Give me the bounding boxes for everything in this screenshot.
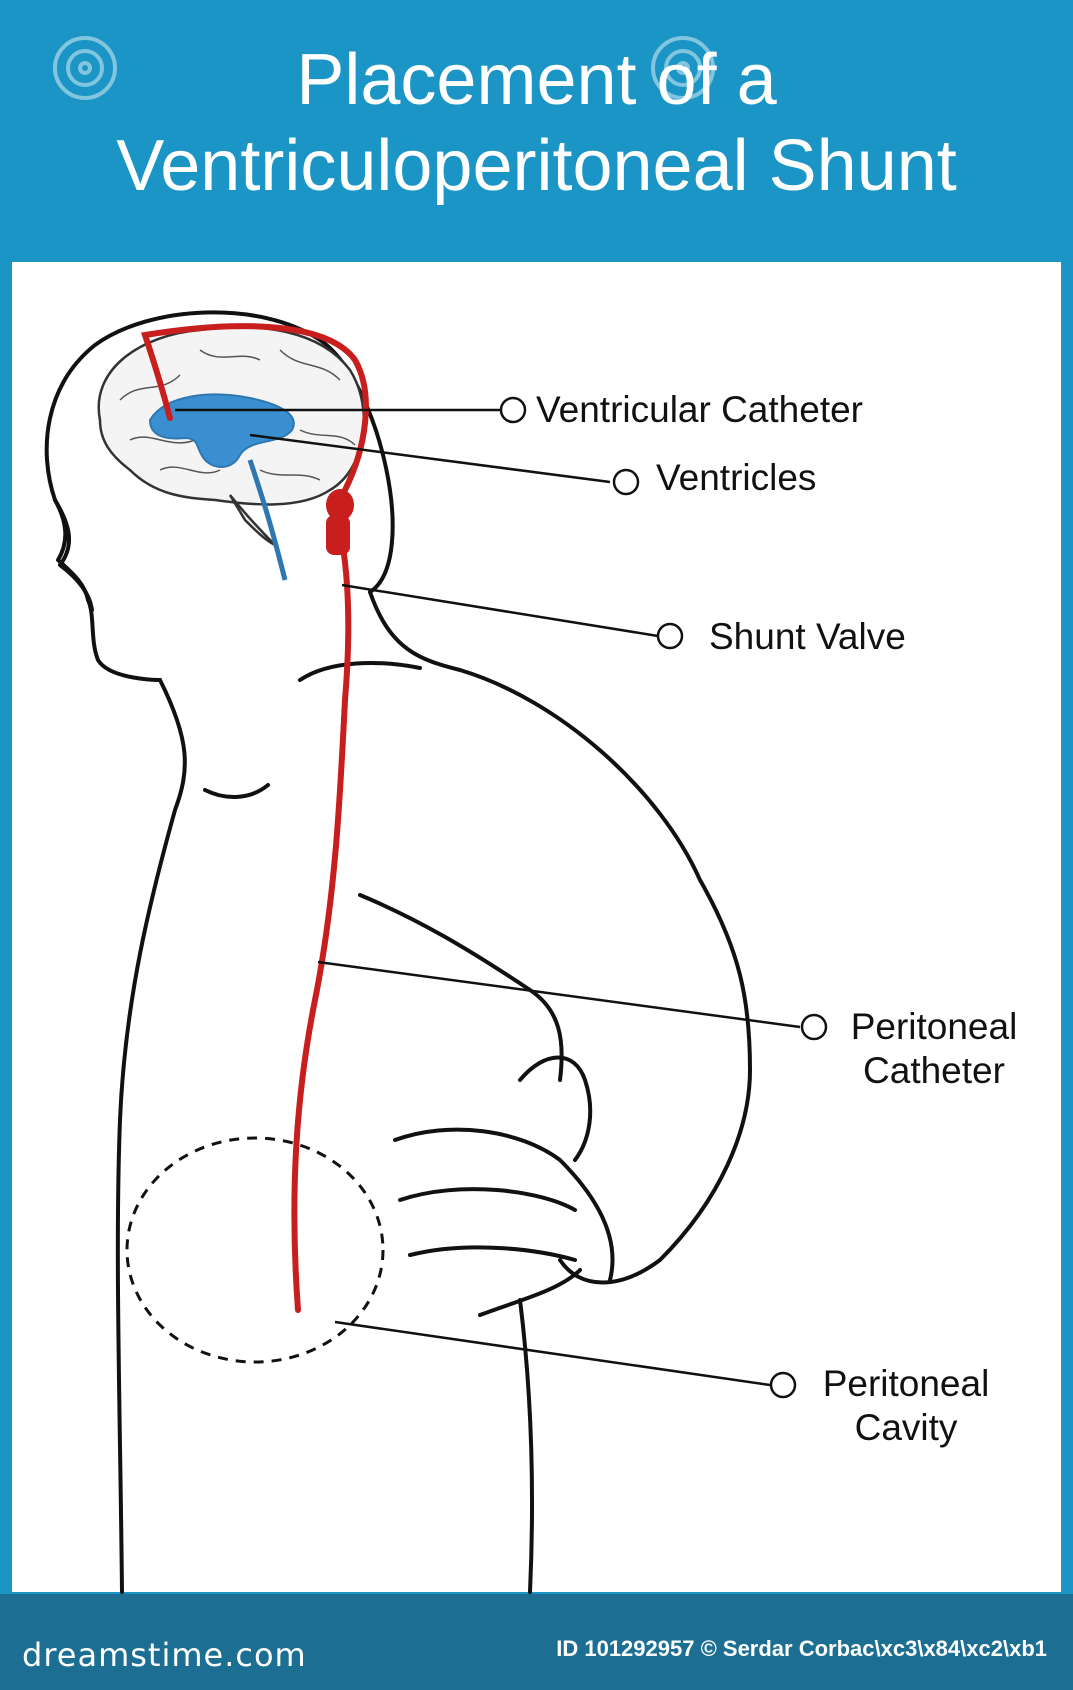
label-ventricular-catheter: Ventricular Catheter [536,389,864,430]
label-peritoneal-catheter-line1: Peritoneal [850,1006,1018,1047]
label-peritoneal-catheter-line2: Catheter [863,1050,1005,1091]
face-profile [53,498,94,612]
back-outline [518,1298,534,1594]
page-title-line-2: Ventriculoperitoneal Shunt [116,126,957,206]
neck-chest-outline [115,678,187,1594]
watermark-spirals [53,36,715,100]
ventricles-shape [148,393,295,581]
vp-shunt-illustration [44,36,828,1594]
label-peritoneal-catheter: Peritoneal Catheter [834,1005,1034,1093]
label-ventricles: Ventricles [656,457,817,498]
collar-line [203,783,270,799]
leader-lines [175,408,801,1387]
page-title-line-1: Placement of a [296,40,777,120]
footer-bar [0,1594,1073,1690]
label-peritoneal-cavity-line2: Cavity [854,1407,958,1448]
label-peritoneal-cavity: Peritoneal Cavity [806,1362,1006,1450]
inner-arm-outline [358,893,564,1082]
footer-credit: ID 101292957 © Serdar Corbac\xc3\x84\xc2… [556,1636,1047,1661]
hand-fingers [393,1127,615,1317]
shunt-valve-shape [326,489,354,555]
header-banner: Placement of a Ventriculoperitoneal Shun… [0,0,1073,262]
shunt-tube [141,323,369,1313]
thumb [518,1055,593,1162]
peritoneal-cavity-circle [125,1136,385,1364]
label-markers [499,396,828,1399]
footer-brand: dreamstime.com [22,1636,307,1674]
label-shunt-valve: Shunt Valve [709,616,906,657]
upper-arm-line [298,661,422,682]
label-peritoneal-cavity-line1: Peritoneal [822,1363,990,1404]
back-shoulder-outline [368,590,752,1285]
